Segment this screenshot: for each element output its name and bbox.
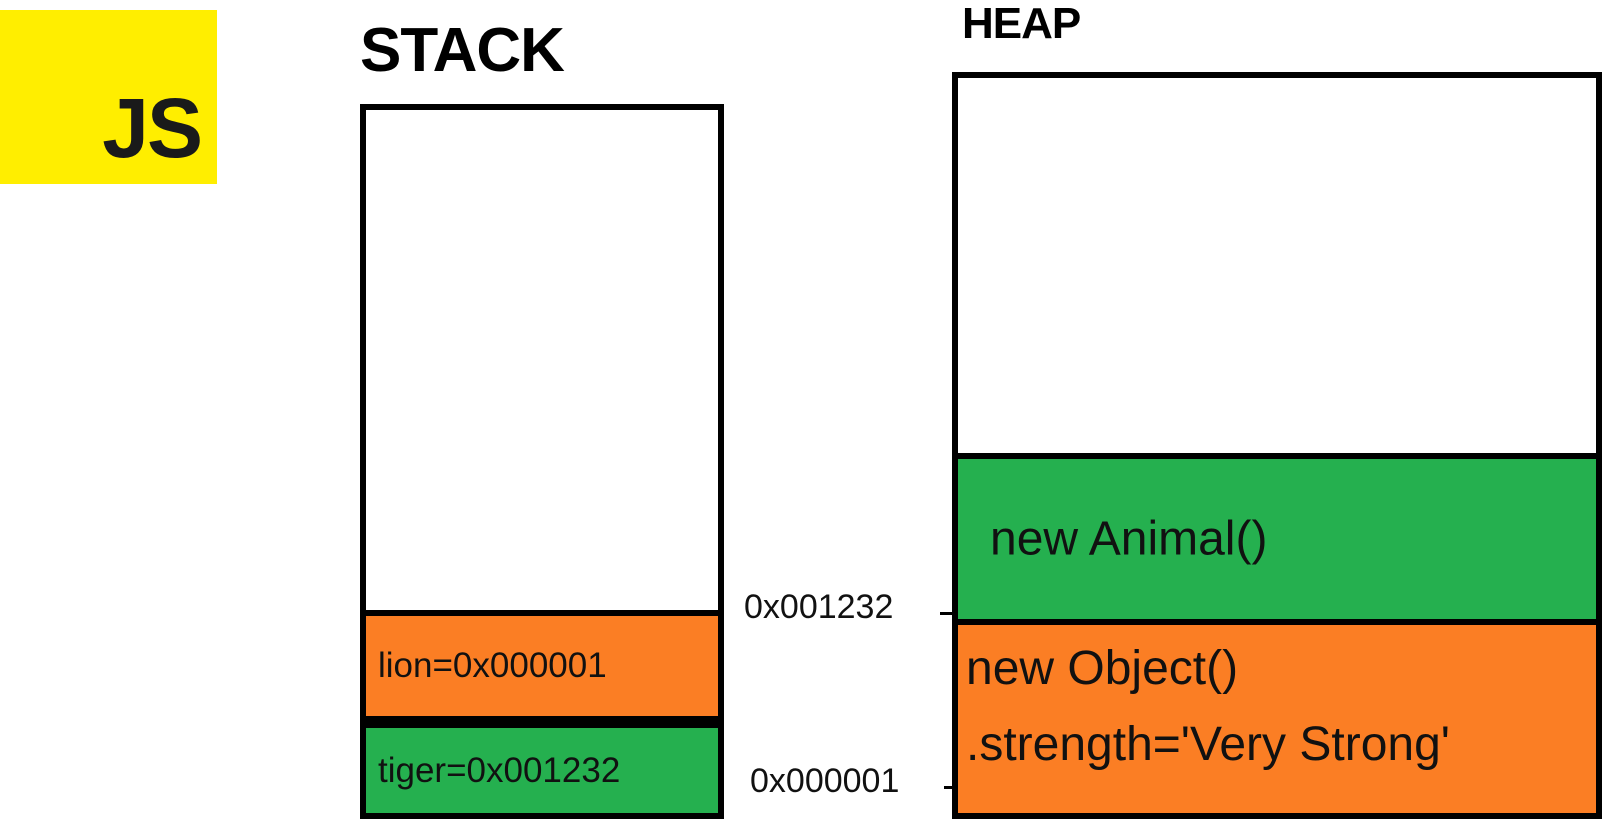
heap-title: HEAP xyxy=(962,0,1081,48)
stack-cell-lion-label: lion=0x000001 xyxy=(378,646,607,685)
stack-cell-lion: lion=0x000001 xyxy=(360,610,724,722)
heap-address-label-animal: 0x001232 xyxy=(744,588,894,626)
stack-cell-tiger: tiger=0x001232 xyxy=(360,722,724,819)
heap-address-label-object: 0x000001 xyxy=(750,762,900,800)
heap-cell-animal-label: new Animal() xyxy=(990,512,1268,566)
heap-cell-object-line2: .strength='Very Strong' xyxy=(966,718,1450,771)
stack-title: STACK xyxy=(360,16,565,85)
js-logo-text: JS xyxy=(102,81,203,175)
heap-cell-animal: new Animal() xyxy=(952,453,1602,625)
heap-address-tick-animal xyxy=(940,612,954,615)
js-logo: JS xyxy=(0,10,217,184)
heap-cell-object: new Object() .strength='Very Strong' xyxy=(952,619,1602,819)
heap-cell-object-line1: new Object() xyxy=(966,642,1239,695)
heap-address-tick-object xyxy=(944,786,954,789)
stack-cell-tiger-label: tiger=0x001232 xyxy=(378,750,621,790)
